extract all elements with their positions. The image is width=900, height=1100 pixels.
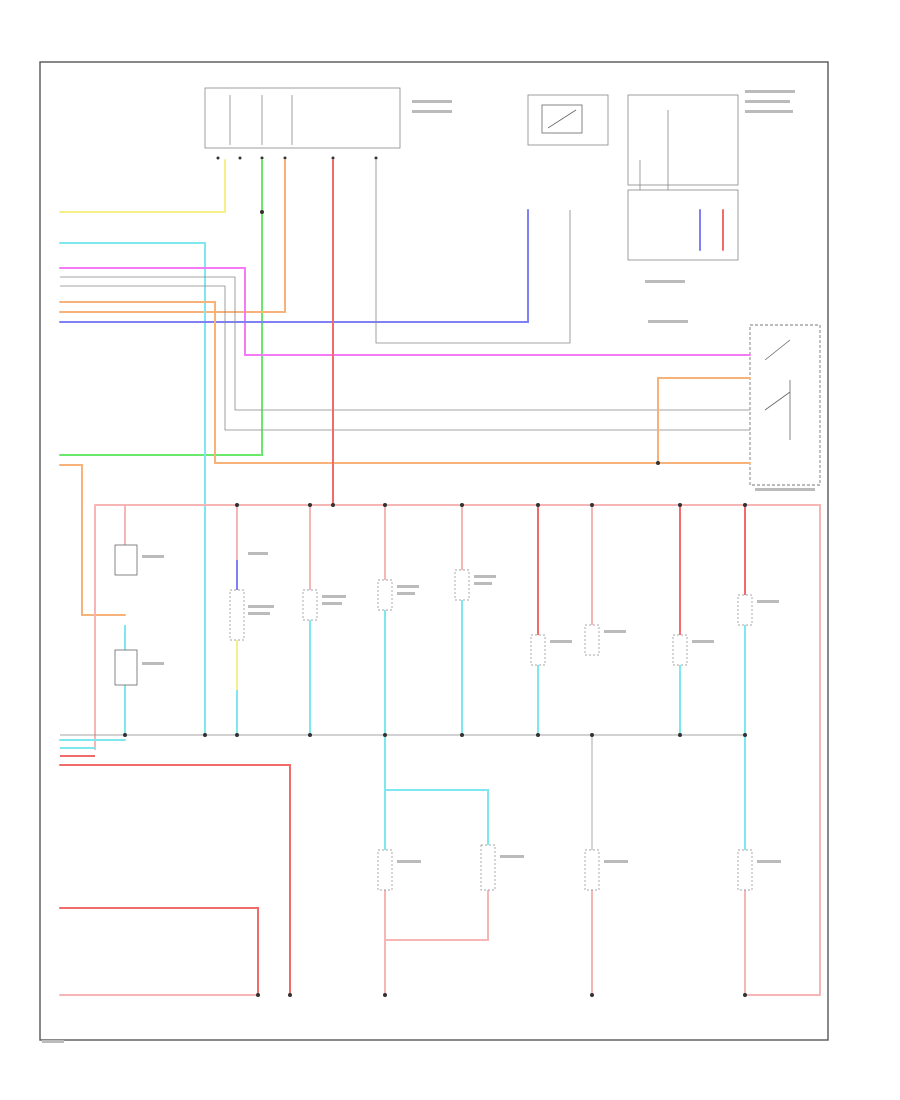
fuse-block-top	[204, 87, 401, 160]
label-placeholders	[42, 90, 815, 1043]
junction-dots	[123, 210, 747, 997]
wire-orange-top	[59, 159, 286, 313]
diagram-frame	[39, 61, 829, 1041]
wire-orange-left	[59, 464, 126, 616]
wire-red-lower-loop	[384, 889, 489, 941]
components	[114, 544, 753, 891]
wire-red-lower-1	[59, 764, 291, 996]
wire-orange-mid	[59, 301, 751, 464]
cyan-drops	[124, 600, 746, 735]
wire-gray-3	[375, 160, 571, 344]
wire-pink-bus	[94, 504, 821, 996]
wire-blue	[59, 209, 529, 323]
wire-red-lower-2	[59, 907, 259, 996]
wire-magenta	[59, 267, 751, 356]
wire-cyan-lower	[384, 734, 489, 846]
wire-green	[59, 159, 263, 456]
wire-gray-2	[60, 285, 750, 431]
combination-switch	[749, 324, 821, 486]
wire-yellow-top	[59, 159, 226, 213]
wire-gray-1	[60, 276, 750, 411]
bus-drops	[124, 505, 746, 640]
wire-orange-switch	[657, 377, 751, 464]
wire-cyan-left	[59, 242, 206, 736]
relay-block-top-right	[527, 94, 739, 261]
